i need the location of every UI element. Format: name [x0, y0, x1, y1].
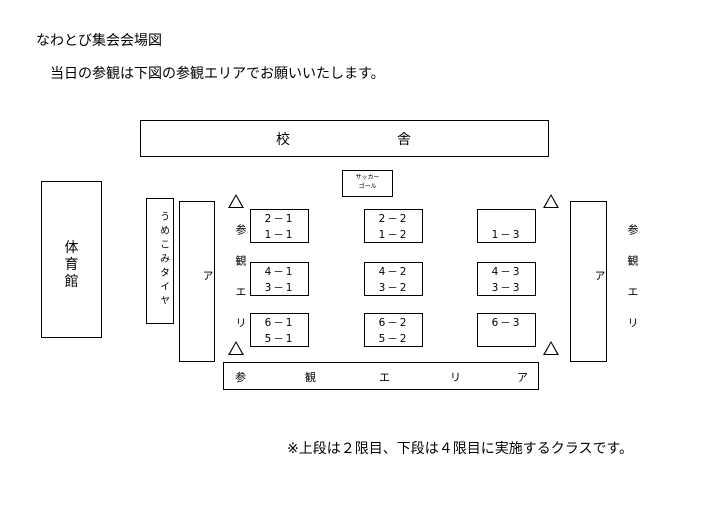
- viewing-area-bottom-char-5: ア: [517, 371, 528, 384]
- soccer-goal: サッカー ゴール: [342, 170, 393, 197]
- gymnasium-label-line-2: 育: [64, 257, 79, 273]
- triangle-cone-icon: [543, 341, 559, 355]
- class-area-upper: 6－3: [491, 317, 522, 329]
- class-area-upper: 2－1: [264, 213, 295, 225]
- gymnasium-label: 体 育 館: [42, 240, 101, 291]
- class-area-lower: 1－3: [491, 229, 522, 241]
- viewing-area-bottom-char-2: 観: [305, 371, 316, 384]
- viewing-area-right-label: 参観エリア: [593, 223, 639, 348]
- class-area-lower: 5－2: [378, 333, 409, 345]
- soccer-goal-label-1: サッカー: [355, 174, 380, 181]
- class-area-upper: 6－2: [378, 317, 409, 329]
- class-area-r1c2: 2－2 1－2: [364, 209, 423, 243]
- class-area-r2c2: 4－2 3－2: [364, 262, 423, 296]
- footnote: ※上段は２限目、下段は４限目に実施するクラスです。: [287, 441, 634, 457]
- buried-tire-area: うめこみタイヤ: [146, 198, 174, 324]
- triangle-cone-icon: [228, 341, 244, 355]
- class-area-lower: [478, 331, 535, 347]
- class-area-r3c3: 6－3: [477, 313, 536, 347]
- viewing-area-left-label: 参観エリア: [201, 223, 247, 348]
- class-area-r2c3: 4－3 3－3: [477, 262, 536, 296]
- class-area-upper: 6－1: [264, 317, 295, 329]
- class-area-lower: 3－3: [491, 282, 522, 294]
- class-area-upper: [478, 211, 535, 227]
- buried-tire-label: うめこみタイヤ: [157, 211, 169, 309]
- class-area-r1c3: 1－3: [477, 209, 536, 243]
- class-area-r3c1: 6－1 5－1: [250, 313, 309, 347]
- class-area-r3c2: 6－2 5－2: [364, 313, 423, 347]
- viewing-area-bottom-char-3: エ: [379, 371, 390, 384]
- viewing-area-bottom-char-1: 参: [235, 371, 246, 384]
- gymnasium: 体 育 館: [41, 181, 102, 338]
- soccer-goal-label-2: ゴール: [358, 183, 377, 190]
- triangle-cone-icon: [543, 194, 559, 208]
- class-area-lower: 3－1: [264, 282, 295, 294]
- class-area-lower: 1－1: [264, 229, 295, 241]
- class-area-upper: 4－2: [378, 266, 409, 278]
- viewing-area-bottom-char-4: リ: [450, 371, 461, 384]
- viewing-area-right: 参観エリア: [570, 201, 639, 362]
- school-building-label-2: 舎: [397, 132, 411, 148]
- school-building: 校 舎: [140, 120, 549, 157]
- viewing-area-bottom: 参 観 エ リ ア: [223, 362, 539, 390]
- class-area-lower: 1－2: [378, 229, 409, 241]
- gymnasium-label-line-3: 館: [64, 274, 79, 290]
- triangle-cone-icon: [228, 194, 244, 208]
- gymnasium-label-line-1: 体: [64, 240, 79, 256]
- class-area-upper: 4－1: [264, 266, 295, 278]
- instruction-text: 当日の参観は下図の参観エリアでお願いいたします。: [50, 66, 385, 82]
- school-building-label-1: 校: [276, 132, 290, 148]
- class-area-lower: 5－1: [264, 333, 295, 345]
- viewing-area-left: 参観エリア: [179, 201, 247, 362]
- class-area-upper: 4－3: [491, 266, 522, 278]
- class-area-r2c1: 4－1 3－1: [250, 262, 309, 296]
- class-area-upper: 2－2: [378, 213, 409, 225]
- page-title: なわとび集会会場図: [36, 33, 162, 49]
- class-area-lower: 3－2: [378, 282, 409, 294]
- class-area-r1c1: 2－1 1－1: [250, 209, 309, 243]
